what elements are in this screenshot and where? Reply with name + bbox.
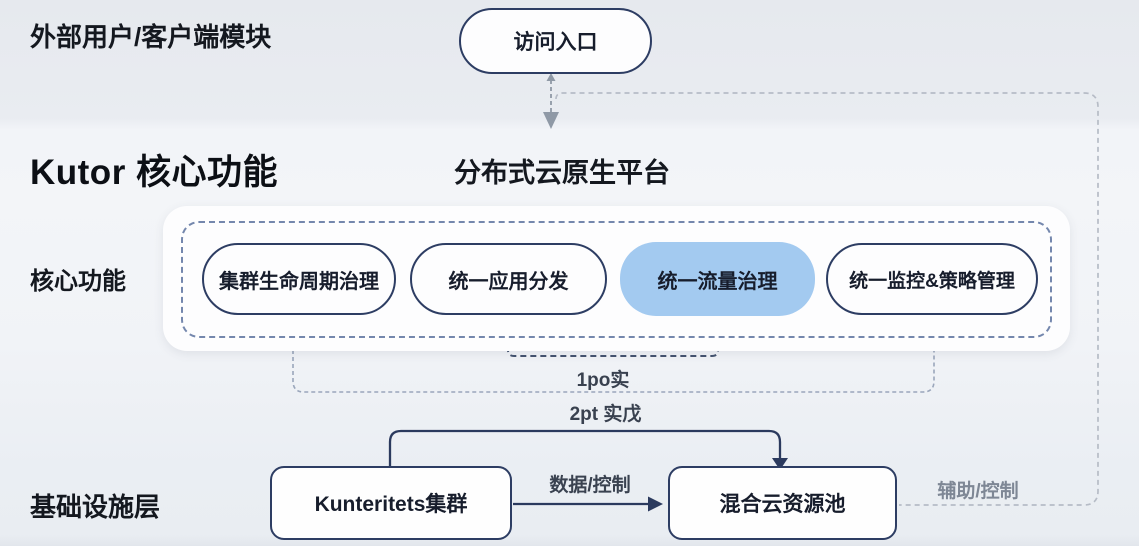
pill-app-distribution-label: 统一应用分发: [448, 270, 569, 293]
platform-subtitle: 分布式云原生平台: [454, 158, 670, 188]
infrastructure-layer-label: 基础设施层: [30, 492, 161, 522]
platform-title: Kutor 核心功能: [30, 153, 279, 192]
core-functions-side-label: 核心功能: [30, 268, 126, 295]
aux-control-label: 辅助/控制: [937, 481, 1019, 502]
cluster-to-pool-top-connector: [388, 429, 782, 466]
pill-monitoring-policy: 统一监控&策略管理: [826, 243, 1038, 315]
pill-cluster-lifecycle-label: 集群生命周期治理: [219, 270, 379, 293]
pill-traffic-governance: 统一流量治理: [620, 242, 815, 316]
data-control-arrow-icon: [648, 496, 663, 512]
cluster-node: Kunteritets集群: [270, 466, 512, 540]
entry-arrow-down-icon: [543, 112, 559, 129]
entry-node-label: 访问入口: [513, 31, 598, 54]
entry-node: 访问入口: [459, 8, 652, 74]
bracket-connector-label: 1po实: [576, 370, 630, 391]
pill-app-distribution: 统一应用分发: [410, 243, 607, 315]
external-layer-label: 外部用户/客户端模块: [30, 22, 272, 52]
hybrid-cloud-pool-label: 混合云资源池: [719, 493, 846, 516]
pill-traffic-governance-label: 统一流量治理: [657, 270, 778, 293]
entry-arrow-up-icon: [546, 73, 556, 81]
pill-cluster-lifecycle: 集群生命周期治理: [202, 243, 396, 315]
pill-monitoring-policy-label: 统一监控&策略管理: [849, 270, 1015, 292]
core-functions-dashed-frame: [181, 221, 1052, 338]
data-control-label: 数据/控制: [549, 475, 631, 496]
cluster-node-label: Kunteritets集群: [314, 493, 468, 516]
long-connector-label: 2pt 实戊: [569, 404, 642, 425]
hybrid-cloud-pool-node: 混合云资源池: [668, 466, 897, 540]
